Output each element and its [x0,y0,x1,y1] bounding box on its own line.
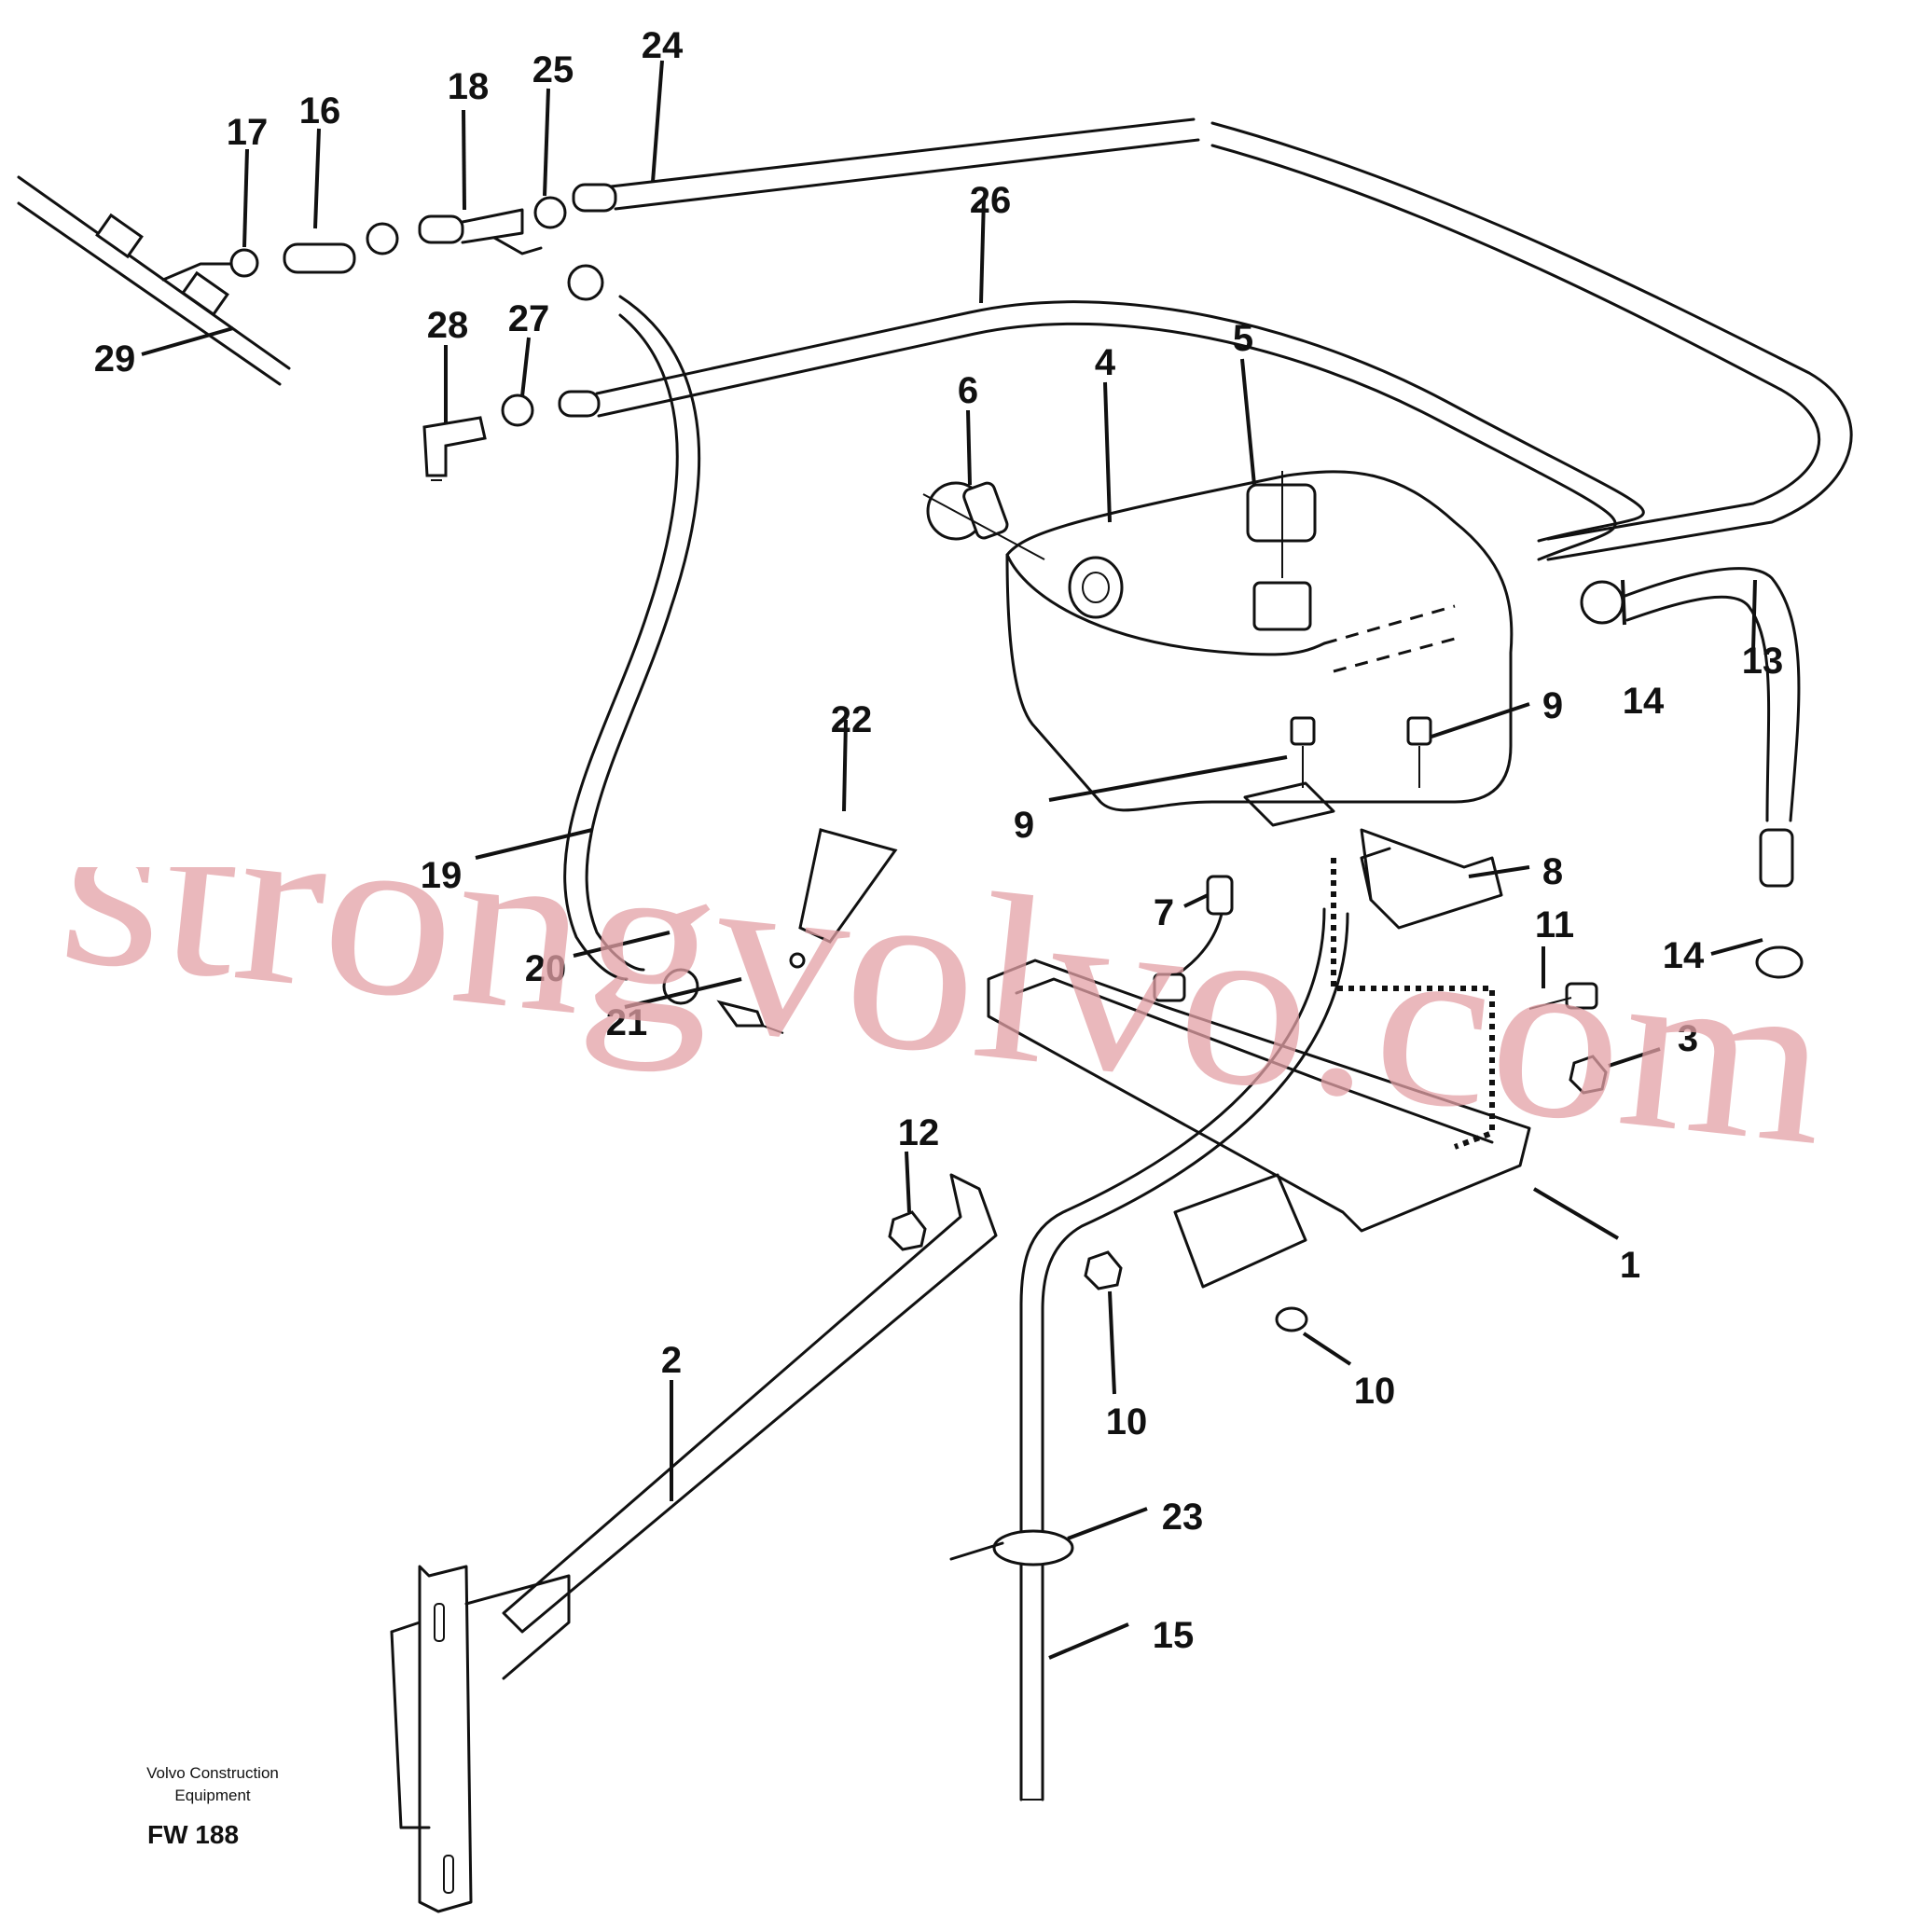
callout-9-left: 9 [1014,805,1034,846]
callout-13: 13 [1742,641,1784,682]
filler-cap-5 [1246,471,1317,631]
pump-7 [1153,875,1234,1002]
callout-1: 1 [1620,1245,1640,1286]
nuts-10 [1084,1250,1308,1332]
callout-3: 3 [1678,1018,1698,1059]
callout-12: 12 [898,1112,940,1153]
clip-8 [1360,828,1503,930]
callout-16: 16 [299,90,341,131]
callout-19: 19 [421,855,463,896]
callout-18: 18 [448,66,490,107]
pipe-15 [1019,907,1349,1801]
upper-hose-24 [533,117,1853,561]
callout-4: 4 [1095,342,1116,383]
callout-22: 22 [831,699,873,740]
outlet-hose-13 [1580,567,1804,979]
callout-17: 17 [227,112,269,153]
callout-21: 21 [606,1002,648,1043]
callout-28: 28 [427,305,469,346]
hose-connectors-16-17-18 [229,208,543,278]
callout-15: 15 [1153,1615,1195,1656]
callout-23: 23 [1162,1497,1204,1538]
callout-8: 8 [1542,851,1563,892]
callout-14-top: 14 [1623,681,1665,722]
hose-26 [558,300,1645,561]
washer-tank-4 [1005,470,1514,812]
publisher-credit: Volvo Construction Equipment [110,1762,315,1807]
credit-line-2: Equipment [174,1787,251,1804]
hose-19 [563,264,701,981]
callout-27: 27 [508,298,550,339]
callout-2: 2 [661,1340,682,1381]
callout-10-right: 10 [1354,1371,1396,1412]
credit-line-1: Volvo Construction [146,1764,279,1782]
callout-6: 6 [958,370,978,411]
callout-5: 5 [1233,318,1253,359]
bracket-1 [987,858,1531,1289]
callout-29: 29 [94,338,136,380]
callout-26: 26 [970,180,1012,221]
elbow-fitting-28 [422,393,534,481]
nozzle-and-sealant [662,828,898,1034]
main-pipe-29 [17,175,291,386]
nut-3 [1569,1055,1608,1095]
callout-14-bottom: 14 [1663,935,1705,976]
callout-24: 24 [642,25,684,66]
screws-9 [1243,716,1432,827]
callout-10-left: 10 [1106,1401,1148,1442]
support-arm-2 [390,1173,998,1913]
callout-7: 7 [1154,892,1174,933]
figure-code: FW 188 [147,1820,240,1849]
screw-11 [1528,982,1598,1010]
cap-6 [922,481,1045,560]
callout-25: 25 [532,49,574,90]
callout-9-right: 9 [1542,685,1563,726]
hose-clamp-23 [949,1529,1074,1566]
callout-20: 20 [525,948,567,989]
callout-11: 11 [1535,904,1574,945]
leader-lines [141,60,1763,1660]
callout-labels: 1 2 3 4 5 6 7 8 9 9 10 10 11 12 13 14 14… [94,25,1784,1656]
